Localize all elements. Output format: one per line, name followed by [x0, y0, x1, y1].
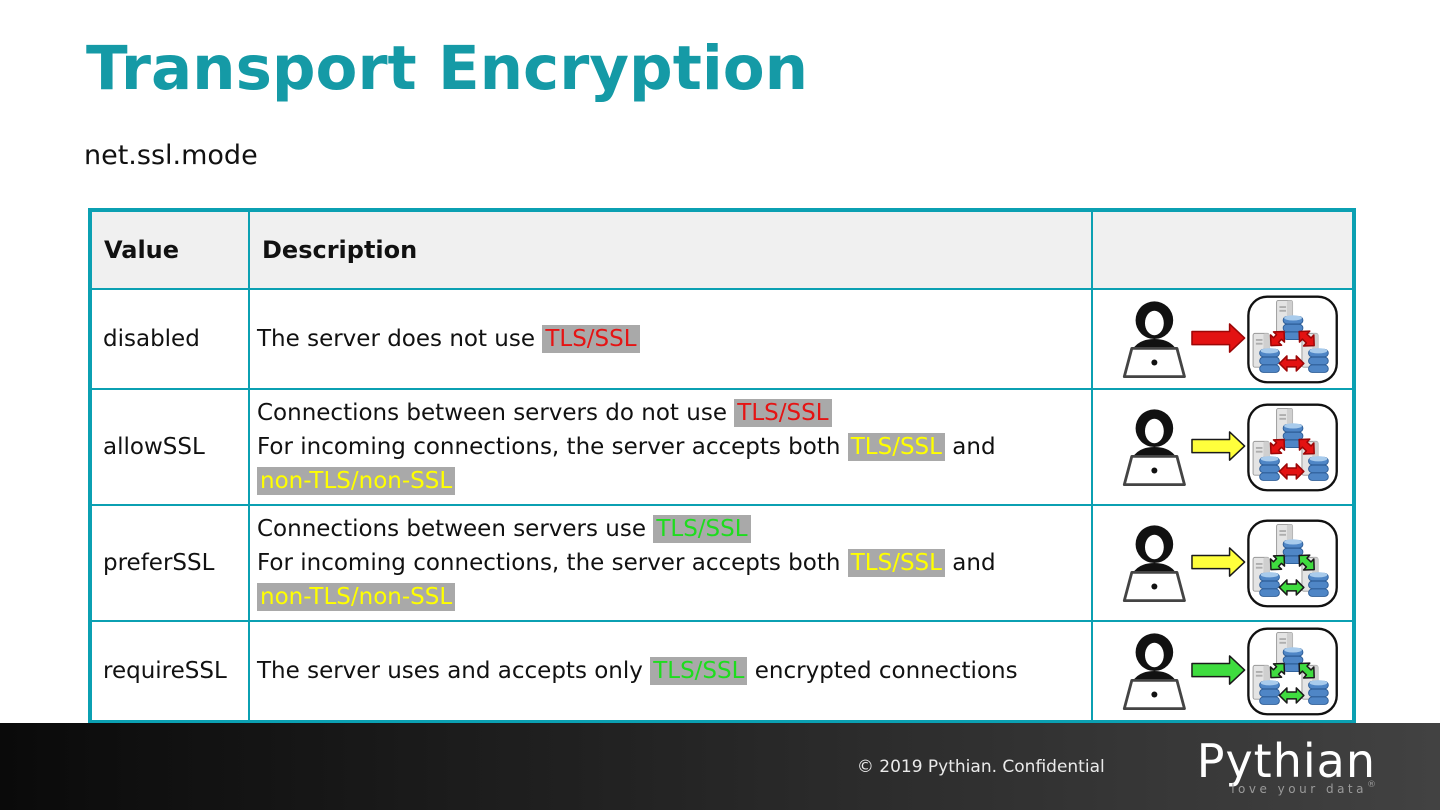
connection-diagram-icon [1122, 403, 1338, 492]
pythian-logo: Pythian love your data® [1197, 738, 1376, 795]
diagram-cell [1091, 504, 1355, 622]
client-arrow-icon [1190, 547, 1245, 577]
description-line: non-TLS/non-SSL [257, 580, 1087, 614]
description-cell: The server uses and accepts only TLS/SSL… [248, 620, 1093, 723]
description-line: The server uses and accepts only TLS/SSL… [257, 654, 1087, 688]
diagram-cell [1091, 288, 1355, 390]
description-text: The server uses and accepts only [257, 658, 651, 684]
copyright-text: © 2019 Pythian. Confidential [856, 756, 1105, 777]
person-laptop-icon [1122, 409, 1186, 487]
description-line: non-TLS/non-SSL [257, 464, 1087, 498]
server-cluster-icon [1246, 627, 1338, 716]
registered-trademark-icon: ® [1367, 780, 1376, 790]
server-cluster-icon [1246, 403, 1338, 492]
description-line: For incoming connections, the server acc… [257, 546, 1087, 580]
description-text: Connections between servers do not use [257, 400, 735, 426]
client-arrow-icon [1190, 655, 1245, 685]
pythian-logo-tagline: love your data® [1231, 780, 1376, 796]
server-database-icon [1275, 523, 1303, 565]
person-laptop-icon [1122, 301, 1186, 379]
description-text: For incoming connections, the server acc… [257, 434, 848, 460]
server-database-icon [1252, 440, 1280, 481]
server-database-icon [1252, 664, 1280, 705]
description-line: Connections between servers do not use T… [257, 396, 1087, 430]
server-database-icon [1275, 631, 1303, 673]
value-cell: requireSSL [89, 620, 250, 723]
highlighted-term: TLS/SSL [650, 657, 748, 685]
description-text: The server does not use [257, 326, 543, 352]
connection-diagram-icon [1122, 519, 1338, 608]
cluster-arrows-icon [1269, 330, 1315, 372]
highlighted-term: TLS/SSL [847, 549, 945, 577]
description-cell: The server does not use TLS/SSL [248, 288, 1093, 390]
connection-diagram-icon [1122, 295, 1338, 384]
description-text: Connections between servers use [257, 516, 654, 542]
highlighted-term: TLS/SSL [734, 399, 832, 427]
server-database-icon [1275, 299, 1303, 341]
server-database-icon [1252, 332, 1280, 373]
description-cell: Connections between servers do not use T… [248, 388, 1093, 506]
footer-bar: © 2019 Pythian. Confidential Pythian lov… [0, 723, 1440, 810]
table-header-row: Value Description [89, 209, 1355, 290]
diagram-cell [1091, 620, 1355, 723]
diagram-cell [1091, 388, 1355, 506]
server-database-icon [1275, 407, 1303, 449]
server-database-icon [1252, 556, 1280, 597]
person-laptop-icon [1122, 633, 1186, 711]
client-arrow-icon [1190, 323, 1245, 353]
server-cluster-icon [1246, 295, 1338, 384]
page-title: Transport Encryption [86, 33, 809, 104]
person-laptop-icon [1122, 525, 1186, 603]
highlighted-term: TLS/SSL [542, 325, 640, 353]
description-line: Connections between servers use TLS/SSL [257, 512, 1087, 546]
value-cell: allowSSL [89, 388, 250, 506]
column-header-description: Description [248, 209, 1093, 290]
server-cluster-icon [1246, 519, 1338, 608]
slide-subtitle: net.ssl.mode [84, 140, 258, 171]
pythian-logo-wordmark: Pythian [1196, 734, 1376, 788]
description-line: For incoming connections, the server acc… [257, 430, 1087, 464]
client-arrow-icon [1190, 431, 1245, 461]
cluster-arrows-icon [1269, 662, 1315, 704]
highlighted-term: TLS/SSL [847, 433, 945, 461]
connection-diagram-icon [1122, 627, 1338, 716]
cluster-arrows-icon [1269, 438, 1315, 480]
highlighted-term: non-TLS/non-SSL [257, 583, 456, 611]
value-cell: preferSSL [89, 504, 250, 622]
column-header-diagram [1091, 209, 1355, 290]
highlighted-term: non-TLS/non-SSL [257, 467, 456, 495]
description-text: encrypted connections [747, 658, 1018, 684]
description-line: The server does not use TLS/SSL [257, 322, 1087, 356]
description-text: For incoming connections, the server acc… [257, 550, 848, 576]
column-header-value: Value [89, 209, 250, 290]
highlighted-term: TLS/SSL [653, 515, 751, 543]
value-cell: disabled [89, 288, 250, 390]
description-text: and [944, 434, 996, 460]
cluster-arrows-icon [1269, 554, 1315, 596]
server-database-icon [1300, 440, 1329, 481]
description-text: and [944, 550, 996, 576]
